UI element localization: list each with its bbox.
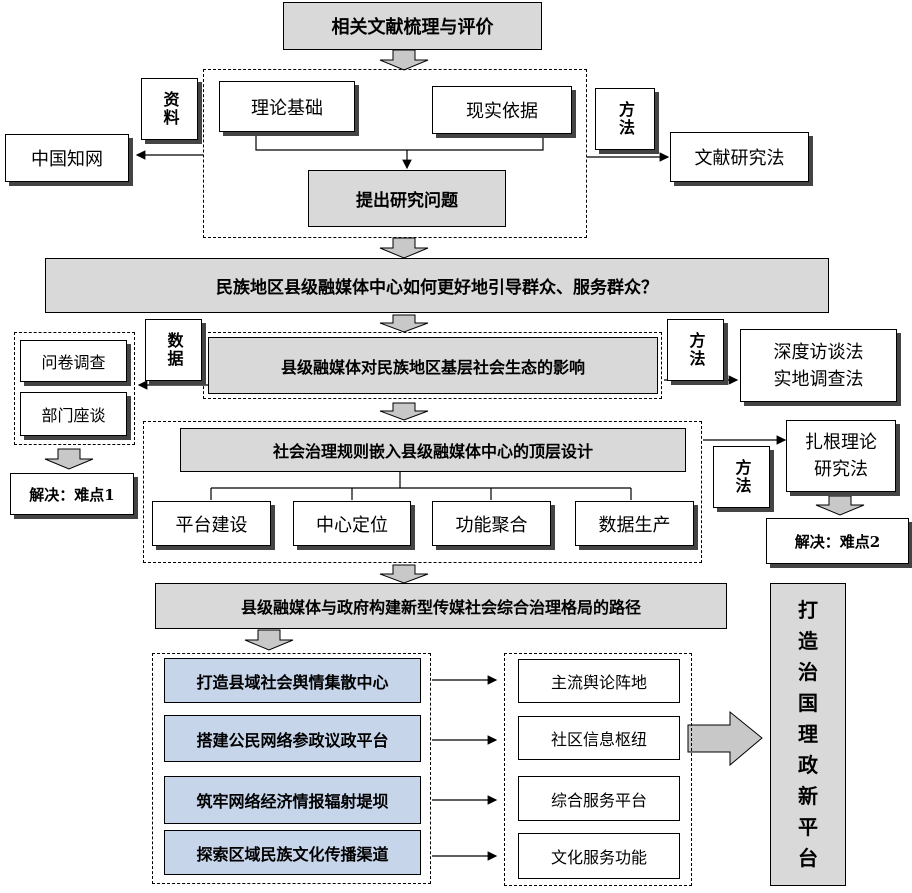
final-char-1: 打 [798, 598, 818, 622]
method-field-survey: 实地调查法 [773, 368, 864, 390]
path-item-2: 搭建公民网络参政议政平台 [164, 715, 421, 762]
paths-frame [152, 653, 431, 884]
outcomes-frame [504, 653, 692, 886]
research-question-box: 提出研究问题 [308, 170, 506, 227]
method-tag-2-text: 方法 [686, 332, 706, 368]
outcome-2: 社区信息枢纽 [518, 716, 680, 760]
cnki-box: 中国知网 [5, 134, 129, 182]
down-arrow-1 [379, 49, 429, 71]
source-tag-text: 资料 [160, 91, 180, 127]
grounded-theory-box: 扎根理论 研究法 [786, 420, 896, 492]
outcome-3: 综合服务平台 [518, 776, 680, 821]
section3-frame [143, 421, 702, 563]
outcome-1: 主流舆论阵地 [518, 659, 680, 703]
path-item-4: 探索区域民族文化传播渠道 [164, 830, 421, 875]
questionnaire-box: 问卷调查 [20, 340, 127, 382]
final-char-2: 造 [798, 629, 818, 653]
center-position-box: 中心定位 [293, 501, 411, 546]
interview-methods-box: 深度访谈法 实地调查法 [740, 329, 897, 402]
method-depth-interview: 深度访谈法 [773, 341, 864, 363]
final-char-6: 政 [798, 753, 818, 777]
main-question-box: 民族地区县级融媒体中心如何更好地引导群众、服务群众？ [45, 258, 829, 313]
method-tag-1-text: 方法 [616, 101, 635, 137]
solve1-box: 解决：难点1 [10, 473, 134, 515]
path-item-3: 筑牢网络经济情报辐射堤坝 [164, 776, 421, 824]
literature-method-box: 文献研究法 [670, 132, 809, 182]
final-char-3: 治 [798, 660, 818, 684]
data-frame [14, 332, 135, 445]
final-char-4: 国 [798, 691, 818, 715]
theory-basis-box: 理论基础 [219, 81, 355, 132]
down-arrow-5 [379, 564, 429, 584]
down-arrow-6 [244, 629, 294, 651]
platform-build-box: 平台建设 [152, 501, 271, 546]
section1-frame [203, 69, 587, 238]
grounded-theory-line1: 扎根理论 [805, 432, 877, 453]
section2-frame [203, 332, 662, 399]
final-char-5: 理 [798, 722, 818, 746]
down-arrow-8 [815, 495, 865, 516]
grounded-theory-line2: 研究法 [814, 459, 868, 480]
data-production-box: 数据生产 [575, 501, 694, 546]
final-char-7: 新 [798, 784, 818, 808]
final-goal-box: 打 造 治 国 理 政 新 平 台 [770, 583, 846, 886]
final-char-9: 台 [798, 846, 818, 870]
department-talk-box: 部门座谈 [20, 392, 127, 436]
down-arrow-7 [44, 448, 94, 470]
down-arrow-4 [379, 402, 429, 421]
top-design-box: 社会治理规则嵌入县级融媒体中心的顶层设计 [180, 428, 686, 472]
solve2-box: 解决：难点2 [766, 518, 909, 564]
path-item-1: 打造县域社会舆情集散中心 [164, 658, 421, 703]
outcome-4: 文化服务功能 [518, 833, 680, 879]
data-tag: 数据 [145, 319, 202, 381]
reality-basis-box: 现实依据 [432, 86, 572, 134]
function-aggregate-box: 功能聚合 [432, 501, 551, 546]
source-tag: 资料 [141, 78, 198, 140]
method-tag-1: 方法 [595, 88, 655, 150]
final-char-8: 平 [798, 815, 818, 839]
data-tag-text: 数据 [164, 332, 184, 368]
down-arrow-2 [379, 237, 429, 259]
big-right-arrow [687, 710, 763, 767]
method-tag-2: 方法 [667, 319, 724, 381]
impact-box: 县级融媒体对民族地区基层社会生态的影响 [208, 337, 658, 394]
method-tag-3: 方法 [713, 446, 770, 508]
path-box: 县级融媒体与政府构建新型传媒社会综合治理格局的路径 [155, 583, 727, 629]
top-box: 相关文献梳理与评价 [283, 2, 542, 50]
down-arrow-3 [379, 314, 429, 333]
method-tag-3-text: 方法 [732, 459, 752, 495]
